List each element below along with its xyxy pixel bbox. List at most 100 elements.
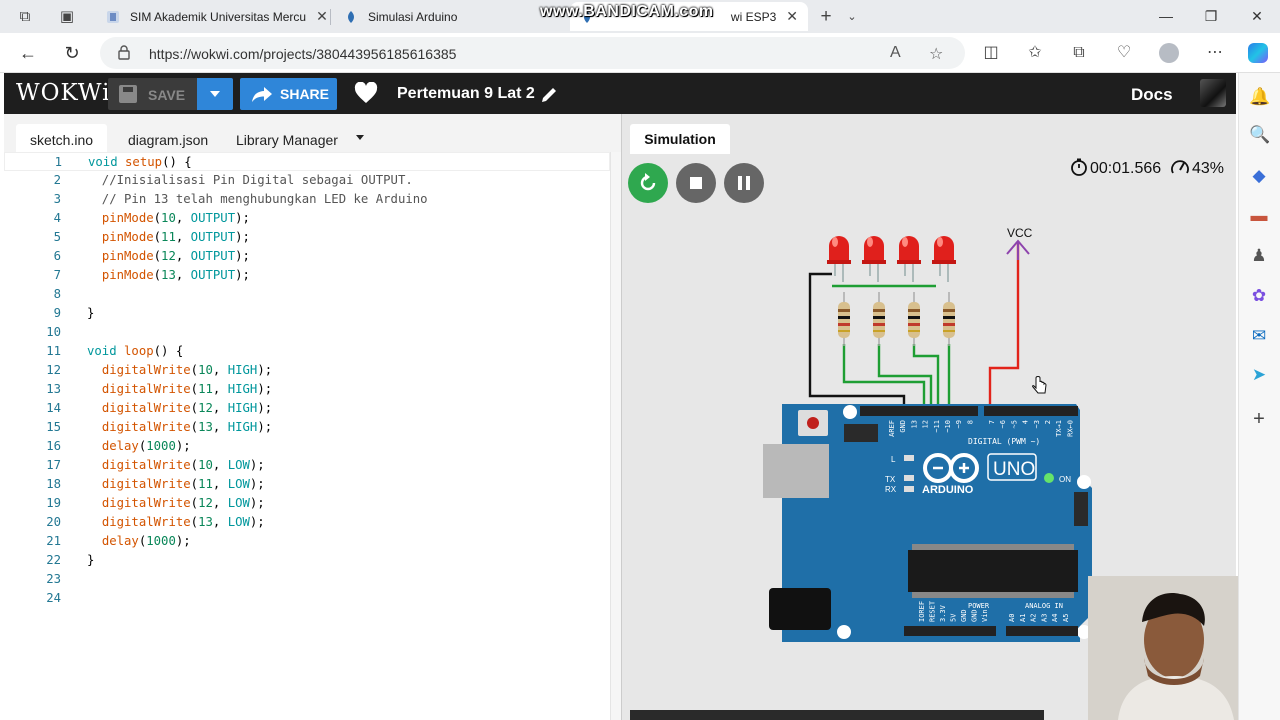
wire-pin13[interactable] <box>842 344 926 410</box>
split-screen-icon[interactable]: ◫ <box>983 44 999 61</box>
code-line[interactable]: 6 pinMode(12, OUTPUT); <box>4 247 610 266</box>
resistor-1[interactable] <box>838 292 850 346</box>
favorite-star-icon[interactable]: ☆ <box>929 46 944 63</box>
maximize-icon[interactable]: ❐ <box>1204 8 1218 24</box>
share-button[interactable]: SHARE <box>240 78 337 110</box>
led-4[interactable] <box>932 236 956 282</box>
tab-sketch-ino[interactable]: sketch.ino <box>16 124 108 152</box>
tab-library-manager[interactable]: Library Manager <box>236 132 338 148</box>
browser-tab-simulasi-arduino[interactable]: Simulasi Arduino <box>334 2 566 31</box>
back-arrow-icon[interactable]: ← <box>19 43 37 63</box>
code-line[interactable]: 4 pinMode(10, OUTPUT); <box>4 209 610 228</box>
editor-scrollbar[interactable] <box>610 152 621 720</box>
pin-label: ~11 <box>933 420 941 433</box>
collections-icon[interactable]: ⧉ <box>1073 44 1085 61</box>
performance-value: 43% <box>1192 160 1225 177</box>
heart-icon[interactable] <box>354 82 378 104</box>
more-options-icon[interactable]: ⋯ <box>1207 44 1223 61</box>
code-line[interactable]: 23 <box>4 570 610 589</box>
games-icon[interactable]: ♟ <box>1251 246 1267 265</box>
send-icon[interactable]: ➤ <box>1251 365 1267 384</box>
outlook-icon[interactable]: ✉ <box>1251 326 1267 345</box>
stop-simulation-button[interactable] <box>676 163 716 203</box>
edit-pencil-icon[interactable] <box>539 85 559 105</box>
code-line[interactable]: 12 digitalWrite(10, HIGH); <box>4 361 610 380</box>
code-line[interactable]: 10 <box>4 323 610 342</box>
pause-simulation-button[interactable] <box>724 163 764 203</box>
circuit-canvas[interactable]: VCC <box>622 114 1236 720</box>
restart-simulation-button[interactable] <box>628 163 668 203</box>
l-led-label: L <box>891 455 896 464</box>
digital-header-right <box>984 406 1078 416</box>
code-line[interactable]: 2 //Inisialisasi Pin Digital sebagai OUT… <box>4 171 610 190</box>
code-line[interactable]: 7 pinMode(13, OUTPUT); <box>4 266 610 285</box>
editor-tabs-menu-chevron-down-icon[interactable] <box>356 135 364 140</box>
arduino-uno-board[interactable]: ARDUINO UNO ON L TX RX DIGITAL (PWM ~) P… <box>763 404 1092 642</box>
tab-list-chevron-down-icon[interactable]: ⌄ <box>847 11 857 23</box>
resistor-4[interactable] <box>943 292 955 346</box>
panel-splitter[interactable] <box>621 114 622 720</box>
browser-essentials-icon[interactable]: ♡ <box>1116 44 1132 61</box>
read-aloud-icon[interactable]: A <box>890 44 901 61</box>
tab-diagram-json[interactable]: diagram.json <box>128 132 209 148</box>
refresh-icon[interactable]: ↻ <box>64 43 80 63</box>
save-options-chevron-down-icon[interactable] <box>197 78 233 110</box>
close-window-icon[interactable]: ✕ <box>1251 8 1263 24</box>
browser-tab-sim-akademik[interactable]: SIM Akademik Universitas Mercu ✕ <box>96 2 328 31</box>
favorites-icon[interactable]: ✩ <box>1028 44 1042 61</box>
copilot-icon[interactable] <box>1247 43 1269 69</box>
new-tab-icon[interactable]: + <box>820 6 832 27</box>
wokwi-favicon-icon <box>348 10 354 23</box>
atmega-chip <box>908 550 1078 592</box>
resistor-2[interactable] <box>873 292 885 346</box>
browser-tab-active[interactable]: wi ESP3 ✕ <box>570 2 808 31</box>
save-button[interactable]: SAVE <box>108 78 233 110</box>
toolbox-icon[interactable]: ▬ <box>1250 206 1268 225</box>
code-line[interactable]: 18 digitalWrite(11, LOW); <box>4 475 610 494</box>
tab-simulation[interactable]: Simulation <box>630 124 730 154</box>
line-number: 7 <box>53 268 61 282</box>
shopping-tag-icon[interactable]: ◆ <box>1252 166 1266 185</box>
code-line[interactable]: 13 digitalWrite(11, HIGH); <box>4 380 610 399</box>
wire-pin12[interactable] <box>877 344 933 410</box>
code-line[interactable]: 19 digitalWrite(12, LOW); <box>4 494 610 513</box>
tab-actions-icon[interactable]: ▣ <box>59 8 75 25</box>
code-line[interactable]: 8 <box>4 285 610 304</box>
code-line[interactable]: 16 delay(1000); <box>4 437 610 456</box>
vcc-symbol[interactable]: VCC <box>1006 226 1033 260</box>
code-line[interactable]: 24 <box>4 589 610 608</box>
docs-link[interactable]: Docs <box>1131 85 1173 104</box>
copilot-app-icon[interactable]: ✿ <box>1251 286 1267 305</box>
code-line[interactable]: 17 digitalWrite(10, LOW); <box>4 456 610 475</box>
code-line[interactable]: 14 digitalWrite(12, HIGH); <box>4 399 610 418</box>
code-line[interactable]: 22} <box>4 551 610 570</box>
add-app-plus-icon[interactable]: + <box>1253 408 1265 430</box>
led-3[interactable] <box>897 236 921 282</box>
search-icon[interactable]: 🔍 <box>1249 125 1271 144</box>
wire-pin11[interactable] <box>912 344 940 410</box>
resistor-3[interactable] <box>908 292 920 346</box>
code-line[interactable]: 21 delay(1000); <box>4 532 610 551</box>
code-line[interactable]: 15 digitalWrite(13, HIGH); <box>4 418 610 437</box>
code-line[interactable]: 20 digitalWrite(13, LOW); <box>4 513 610 532</box>
led-1[interactable] <box>827 236 851 282</box>
code-line[interactable]: 3 // Pin 13 telah menghubungkan LED ke A… <box>4 190 610 209</box>
wokwi-logo[interactable]: WOKWi <box>16 80 111 106</box>
code-line[interactable]: 5 pinMode(11, OUTPUT); <box>4 228 610 247</box>
profile-avatar[interactable] <box>1158 43 1180 69</box>
workspaces-icon[interactable]: ⧉ <box>19 8 31 25</box>
minimize-icon[interactable]: — <box>1159 8 1173 24</box>
bell-notifications-icon[interactable]: 🔔 <box>1249 87 1271 106</box>
code-line[interactable]: 9} <box>4 304 610 323</box>
user-avatar[interactable] <box>1200 79 1226 107</box>
project-title[interactable]: Pertemuan 9 Lat 2 <box>397 85 535 102</box>
close-tab-icon[interactable]: ✕ <box>786 8 798 24</box>
gnd-wire[interactable] <box>808 272 906 410</box>
led-2[interactable] <box>862 236 886 282</box>
close-tab-icon[interactable]: ✕ <box>316 8 328 24</box>
vcc-wire[interactable] <box>988 242 1020 410</box>
url-field[interactable]: https://wokwi.com/projects/3804439561856… <box>100 37 965 69</box>
